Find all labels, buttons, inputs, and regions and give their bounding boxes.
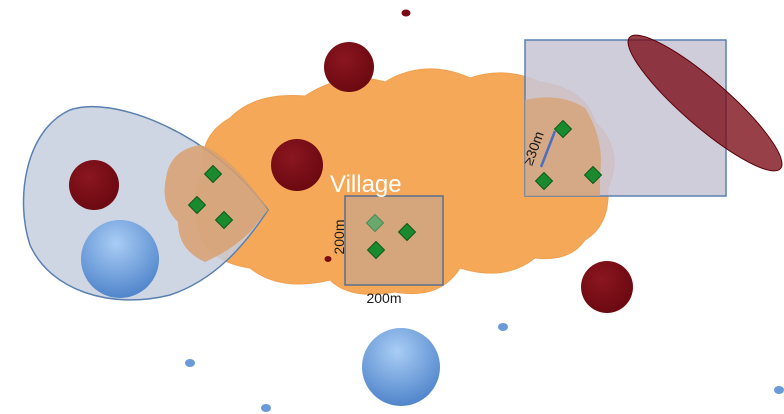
red-circle [271, 139, 323, 191]
diamond-icon [397, 222, 417, 242]
diamond-icon [365, 213, 385, 233]
square-width-label: 200m [366, 290, 401, 306]
diamond-icon [534, 171, 554, 191]
right-zone-overlap [525, 97, 601, 196]
blue-circle [81, 220, 159, 298]
small-red-dot [324, 256, 332, 262]
small-red-dot [401, 9, 411, 17]
diamond-icon [203, 164, 223, 184]
diamond-group-center [365, 213, 417, 260]
square-height-label: 200m [331, 219, 347, 254]
red-ellipse [627, 34, 783, 172]
village-label: Village [330, 171, 402, 198]
diamond-group-left [187, 164, 234, 230]
small-blue-dot [774, 386, 784, 394]
small-blue-dot [498, 323, 508, 331]
center-square [344, 195, 444, 286]
left-zone-overlap [164, 145, 268, 262]
diamond-icon [214, 210, 234, 230]
distance-line [539, 130, 557, 168]
red-circle [581, 261, 633, 313]
small-blue-dot [261, 404, 271, 412]
diamond-icon [553, 119, 573, 139]
diamond-icon [366, 240, 386, 260]
red-circle [324, 42, 374, 92]
diamond-group-right [534, 119, 603, 191]
blue-circle [362, 328, 440, 406]
red-circle [69, 160, 119, 210]
small-blue-dot [185, 359, 195, 367]
diamond-icon [583, 165, 603, 185]
diamond-icon [187, 195, 207, 215]
